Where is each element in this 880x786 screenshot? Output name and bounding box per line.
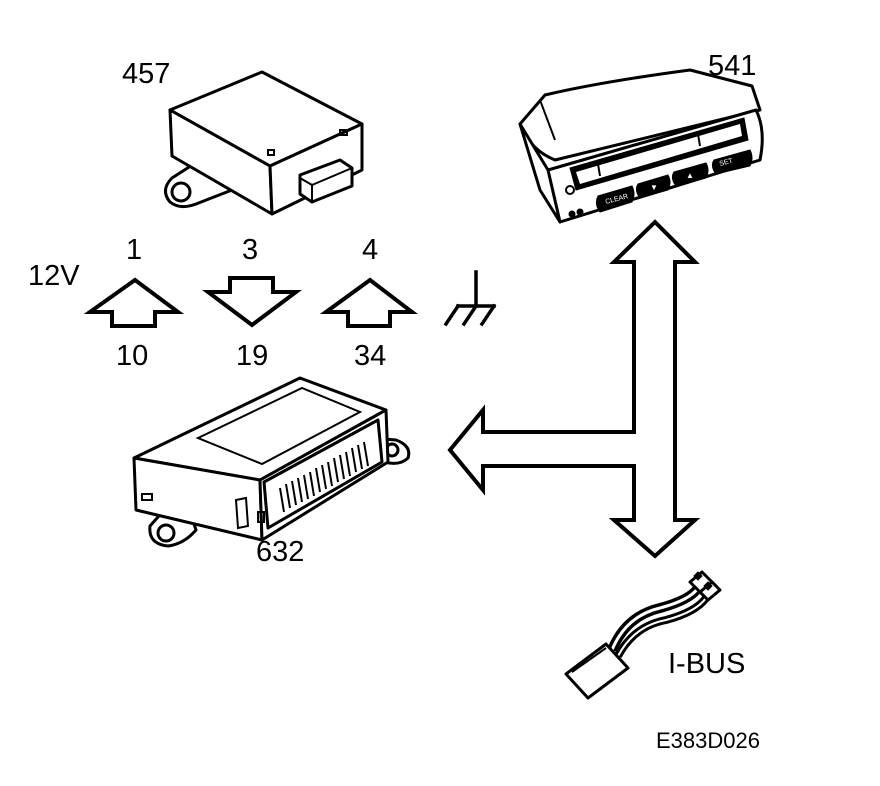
pin-10-bottom-label: 10 xyxy=(116,340,149,372)
pin-19-bottom-label: 19 xyxy=(236,340,269,372)
pin-1-top-label: 1 xyxy=(126,234,143,266)
module-457-drawing xyxy=(164,70,364,216)
display-541-label: 541 xyxy=(708,50,757,82)
pin-3-top-label: 3 xyxy=(242,234,259,266)
module-457-label: 457 xyxy=(122,58,171,90)
ibus-connector-drawing xyxy=(564,570,722,700)
pin-4-top-label: 4 xyxy=(362,234,379,266)
display-541-buttons: CLEAR ▼ ▲ SET xyxy=(595,149,753,213)
bus-arrows-icon xyxy=(447,219,701,559)
pin-1-arrow-up-icon xyxy=(83,277,185,328)
display-541-button-down: ▼ xyxy=(650,183,658,192)
pin-34-bottom-label: 34 xyxy=(354,340,387,372)
pin-3-arrow-down-icon xyxy=(202,276,302,328)
display-541-drawing: CLEAR ▼ ▲ SET xyxy=(518,68,764,224)
display-541-button-set: SET xyxy=(719,157,735,167)
pin-4-arrow-up-icon xyxy=(319,277,418,328)
figure-reference-code: E383D026 xyxy=(656,728,760,753)
ibus-label: I-BUS xyxy=(668,648,746,680)
control-unit-632-label: 632 xyxy=(256,536,305,568)
display-541-button-up: ▲ xyxy=(686,171,694,180)
ground-icon xyxy=(443,270,497,327)
supply-12v-label: 12V xyxy=(28,260,80,292)
control-unit-632-drawing xyxy=(132,376,411,548)
